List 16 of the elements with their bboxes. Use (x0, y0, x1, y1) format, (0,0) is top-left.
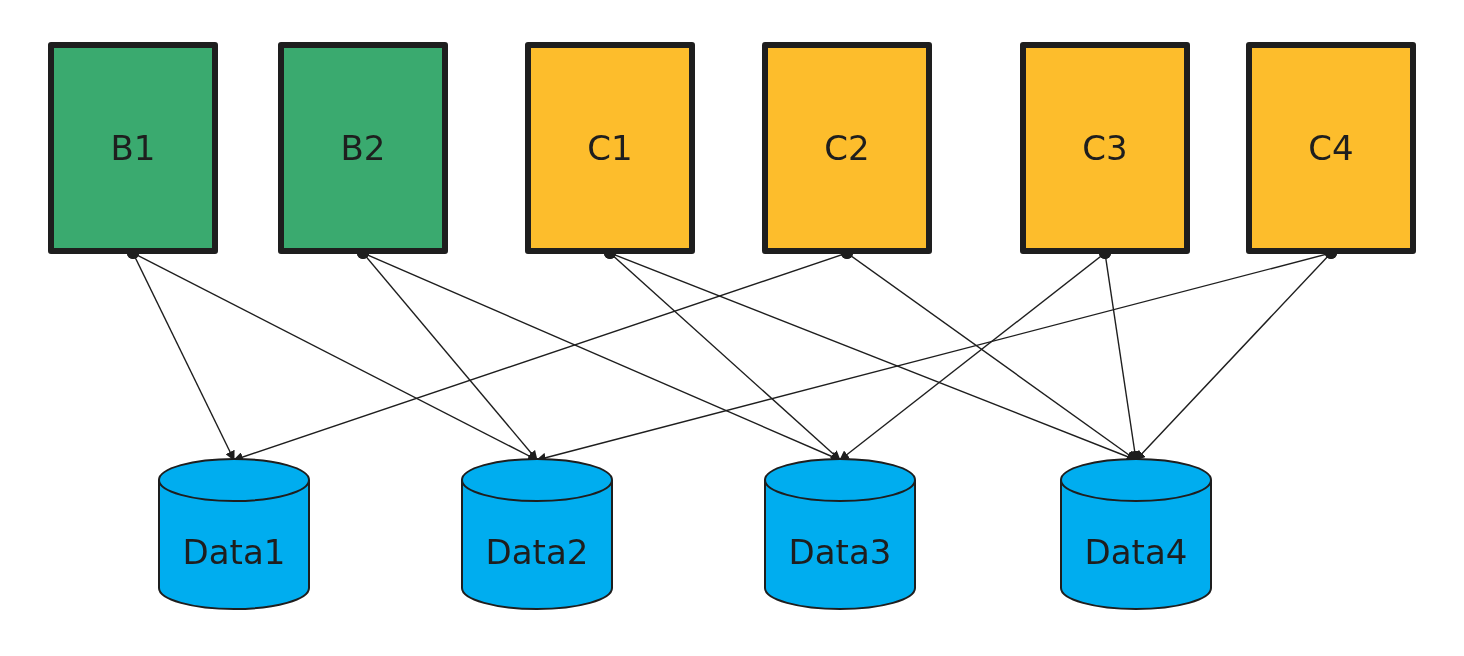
node-label: B2 (340, 128, 386, 168)
node-label: Data1 (182, 532, 286, 572)
node-label: C4 (1308, 128, 1354, 168)
node-label: C2 (824, 128, 870, 168)
node-label: B1 (110, 128, 156, 168)
node-label: Data3 (788, 532, 892, 572)
process-box (48, 42, 218, 254)
process-box (762, 42, 932, 254)
process-box (278, 42, 448, 254)
node-label: Data2 (485, 532, 589, 572)
node-label: Data4 (1084, 532, 1188, 572)
node-label: C1 (587, 128, 633, 168)
process-box (1246, 42, 1416, 254)
node-label: C3 (1082, 128, 1128, 168)
process-box (525, 42, 695, 254)
process-box (1020, 42, 1190, 254)
